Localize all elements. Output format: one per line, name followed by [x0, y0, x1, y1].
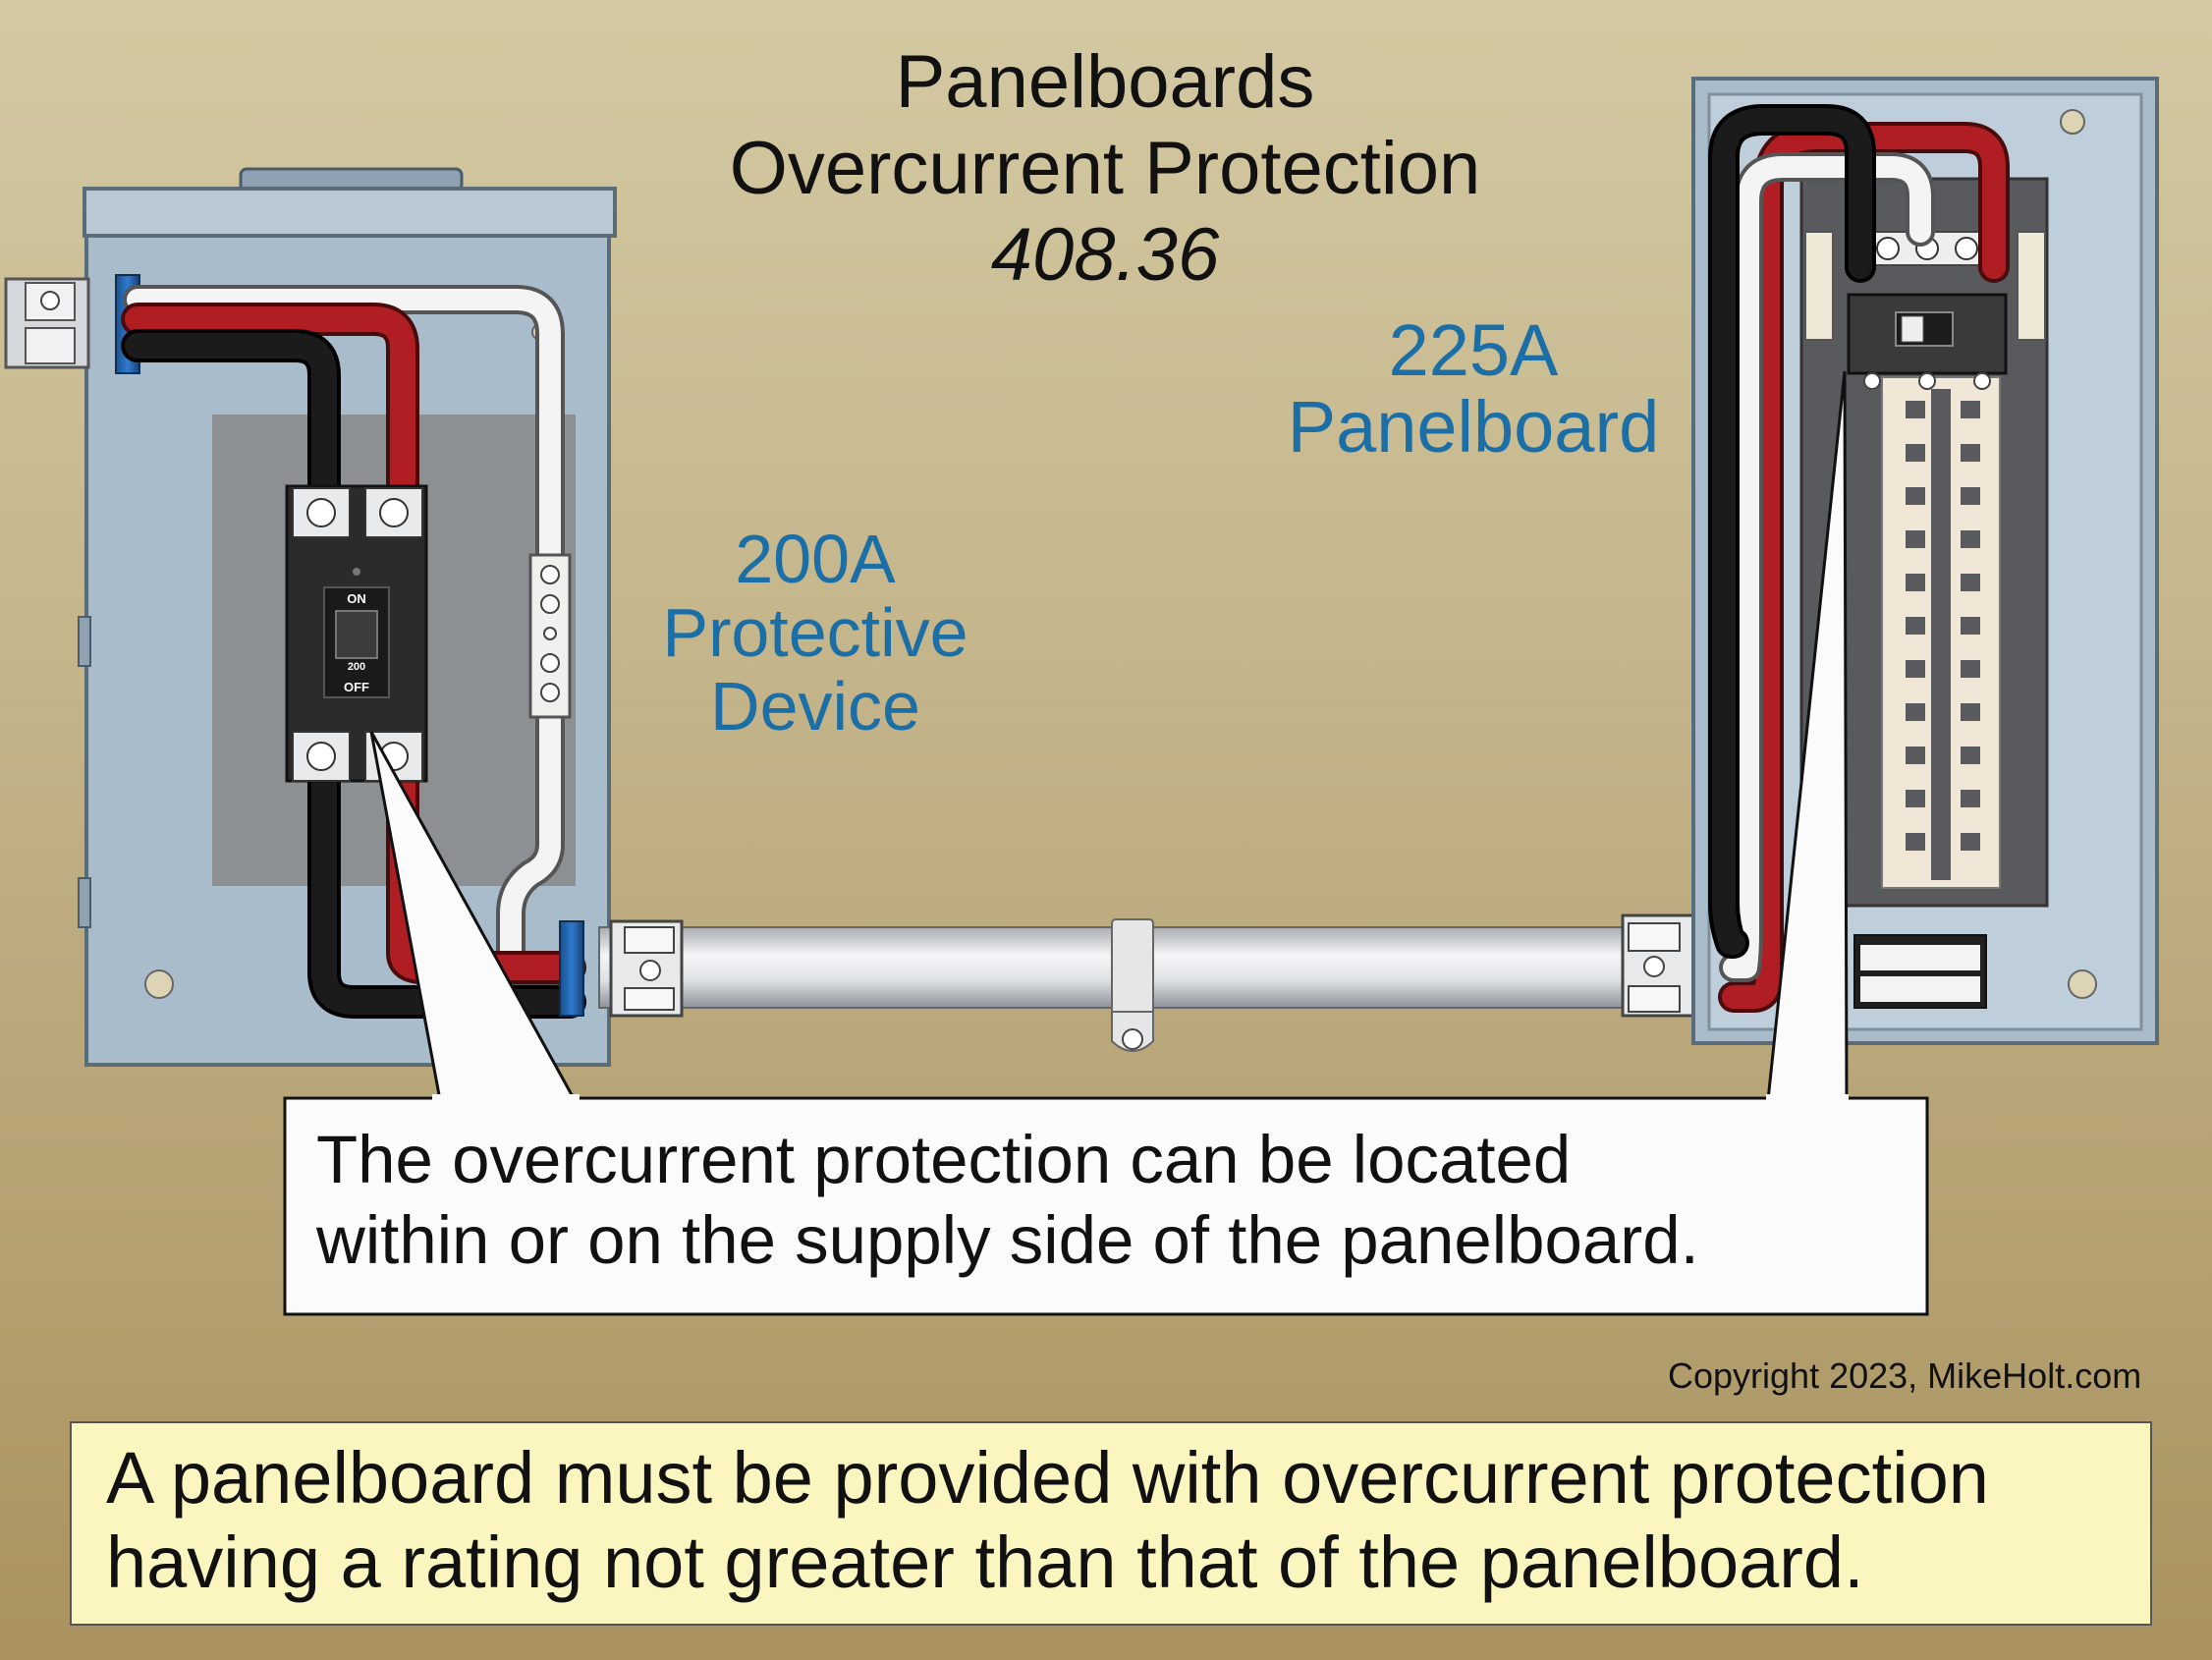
terminal-screw-icon: [540, 594, 560, 614]
copyright-notice: Copyright 2023, MikeHolt.com: [1668, 1356, 2142, 1396]
bus-finger-slot: [1961, 444, 1980, 462]
bus-finger-slot: [1961, 660, 1980, 678]
conduit-connector-left: [609, 919, 684, 1018]
main-breaker: [1847, 293, 2008, 390]
bus-finger-slot: [1961, 530, 1980, 548]
panel-rating-label: [1853, 934, 1987, 1009]
bus-spine-gap: [1931, 389, 1951, 880]
bus-finger-slot: [1906, 790, 1925, 807]
callout-text: The overcurrent protection can be locate…: [316, 1120, 1699, 1281]
conduit-run: [598, 913, 1732, 1052]
note-box: [70, 1421, 2152, 1626]
callout-line-1: The overcurrent protection can be locate…: [316, 1122, 1572, 1197]
bus-finger-slot: [1961, 617, 1980, 635]
callout-box: [283, 1096, 1929, 1316]
bus-finger-slot: [1906, 747, 1925, 764]
neutral-terminal-strips: [1804, 231, 2046, 341]
circuit-breaker: ON 200 OFF: [285, 484, 428, 783]
bus-bar-stack: [1881, 376, 2001, 889]
terminal-screw-icon: [543, 627, 557, 640]
device-label-line-2: Device: [710, 668, 920, 745]
code-reference: 408.36: [990, 213, 1220, 297]
title-line-1: Panelboards: [895, 40, 1315, 124]
bus-finger-slot: [1906, 833, 1925, 851]
panelboard-wiring: [1708, 104, 2010, 1013]
neutral-bar: [528, 553, 572, 719]
breaker-on-label: ON: [347, 591, 366, 606]
title-line-2: Overcurrent Protection: [729, 127, 1481, 210]
screw-icon: [1863, 372, 1881, 390]
mounting-screw-icon: [2060, 109, 2085, 135]
bus-finger-slot: [1906, 444, 1925, 462]
note-line-2: having a rating not greater than that of…: [106, 1522, 1864, 1603]
bus-finger-slot: [1906, 617, 1925, 635]
panelboard-label: 225A Panelboard: [1247, 312, 1699, 466]
bus-finger-slot: [1906, 530, 1925, 548]
screw-icon: [40, 291, 60, 310]
screw-icon: [1973, 372, 1991, 390]
protective-device-label: 200A Protective Device: [609, 523, 1022, 744]
enclosure-hinge-upper: [78, 616, 91, 667]
bus-finger-slot: [1961, 790, 1980, 807]
enclosure-hinge-lower: [78, 877, 91, 928]
screw-icon: [1643, 956, 1665, 977]
panelboard-rating: 225A: [1388, 309, 1559, 391]
panelboard-name: Panelboard: [1287, 386, 1660, 468]
bus-finger-slot: [1906, 487, 1925, 505]
diagram-title: Panelboards Overcurrent Protection 408.3…: [609, 39, 1601, 299]
bus-finger-slot: [1961, 487, 1980, 505]
terminal-screw-icon: [540, 565, 560, 584]
breaker-handle: [335, 610, 378, 659]
side-fitting: [4, 274, 140, 374]
rule-note: A panelboard must be provided with overc…: [106, 1436, 1989, 1605]
terminal-screw-icon: [540, 683, 560, 702]
device-rating: 200A: [735, 521, 896, 597]
bus-finger-slot: [1906, 660, 1925, 678]
mounting-screw-icon: [144, 969, 174, 999]
bus-finger-slot: [1961, 401, 1980, 418]
bus-finger-slot: [1906, 574, 1925, 591]
screw-icon: [639, 960, 661, 981]
note-line-1: A panelboard must be provided with overc…: [106, 1437, 1989, 1519]
screw-icon: [1122, 1028, 1143, 1050]
conduit-connector-right: [1621, 913, 1695, 1018]
screw-icon: [1918, 372, 1936, 390]
conduit-strap: [1111, 918, 1154, 1052]
terminal-screw-icon: [540, 653, 560, 673]
disconnect-wiring: [121, 285, 586, 1019]
bus-finger-slot: [1961, 574, 1980, 591]
bus-finger-slot: [1961, 747, 1980, 764]
callout-line-2: within or on the supply side of the pane…: [316, 1202, 1699, 1278]
locknut: [559, 920, 584, 1017]
bus-finger-slot: [1906, 703, 1925, 721]
bus-finger-slot: [1906, 401, 1925, 418]
breaker-off-label: OFF: [344, 680, 369, 694]
enclosure-lid: [83, 187, 617, 238]
bus-finger-slot: [1961, 833, 1980, 851]
bus-fingers: [1906, 389, 1980, 880]
bus-finger-slot: [1961, 703, 1980, 721]
device-label-line-1: Protective: [662, 594, 968, 671]
breaker-rating-marking: 200: [348, 661, 365, 673]
mounting-screw-icon: [2068, 969, 2097, 999]
